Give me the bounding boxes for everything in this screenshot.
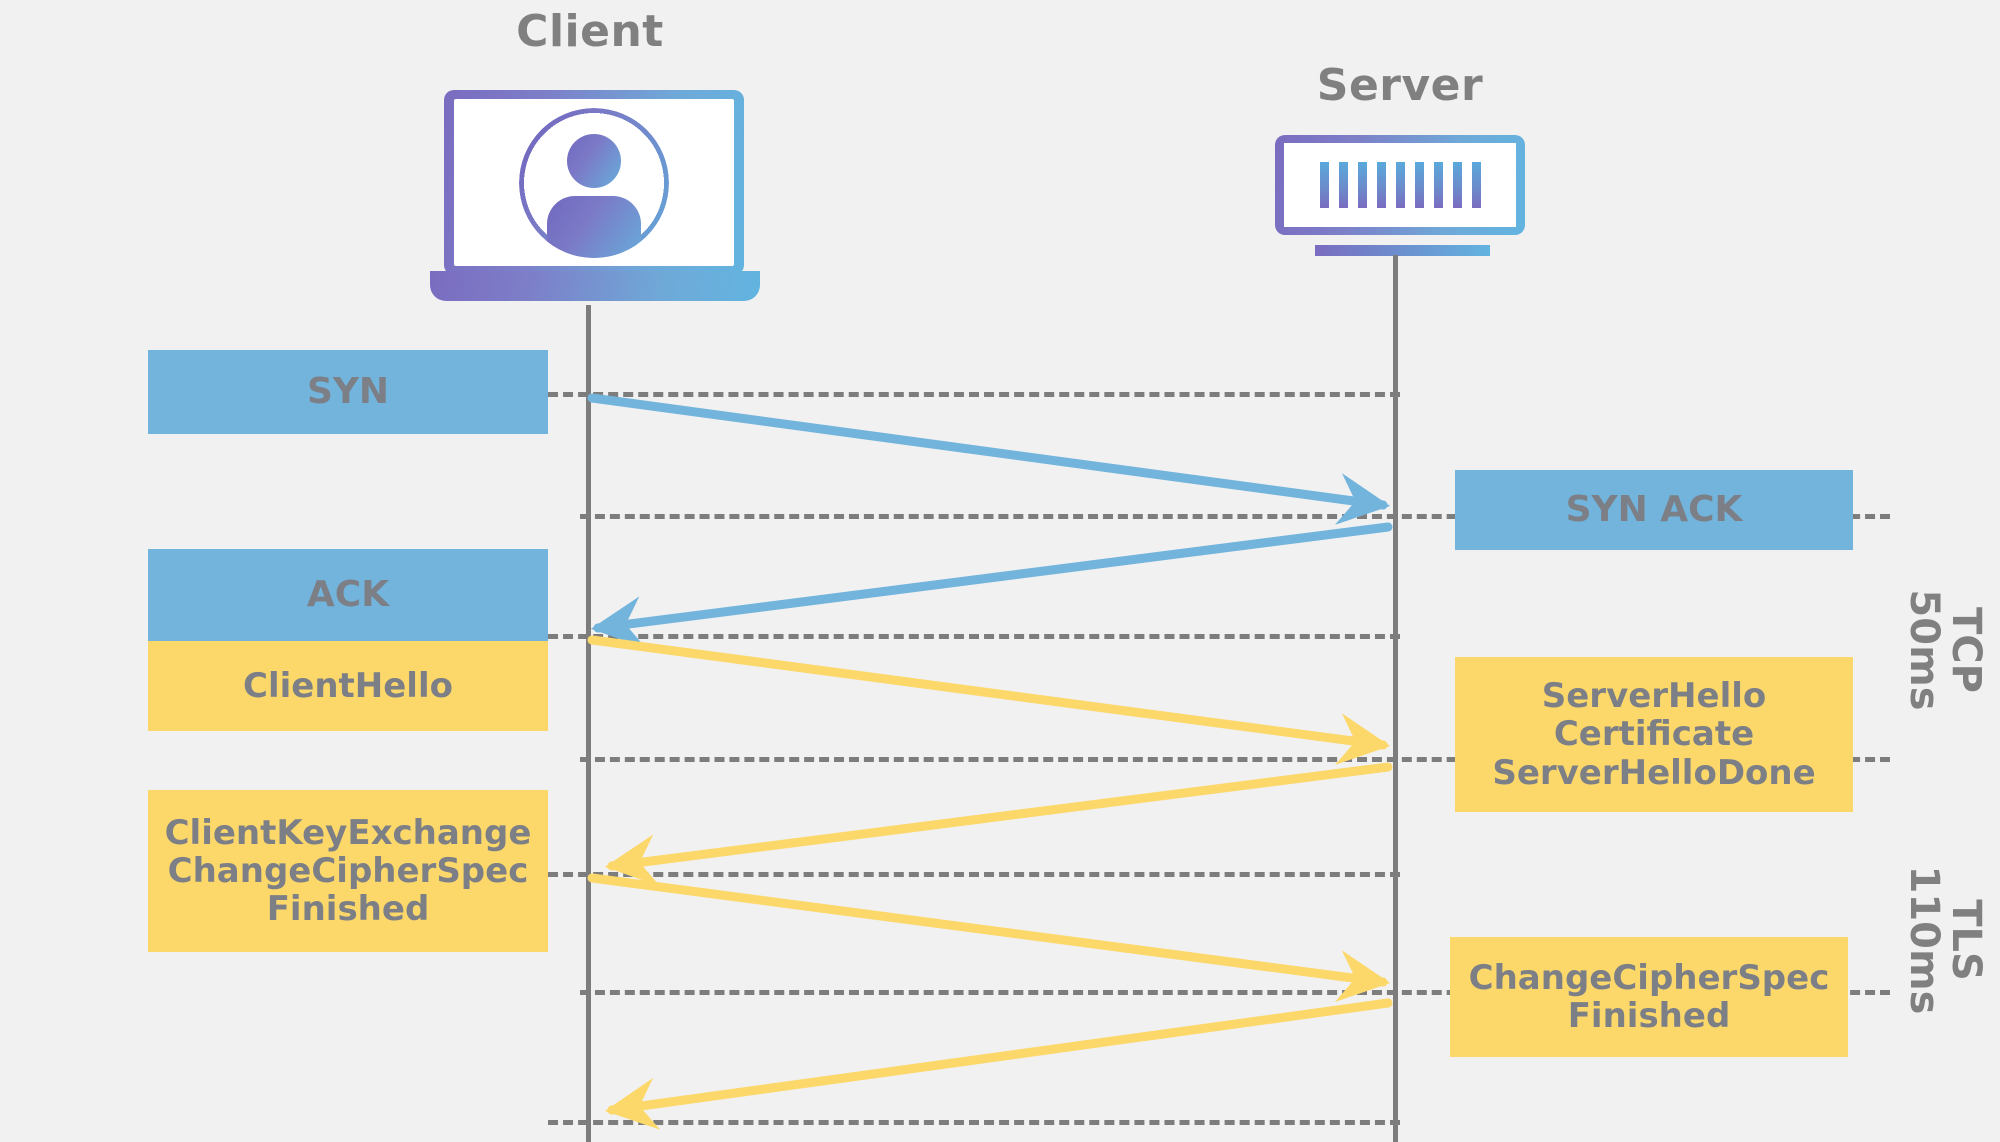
message-line: ServerHelloDone bbox=[1492, 752, 1816, 793]
message-line: Finished bbox=[1567, 996, 1731, 1036]
message-line: ClientKeyExchange bbox=[164, 812, 532, 853]
arrow-server-ccs bbox=[604, 998, 1393, 1130]
server-rack-slot bbox=[1319, 162, 1329, 208]
dash-rule-bottom bbox=[548, 1120, 1400, 1125]
phase-duration: 50ms bbox=[1901, 589, 1947, 711]
server-rack-slot bbox=[1338, 162, 1348, 208]
dash-rule-syn bbox=[548, 392, 1400, 397]
phase-name: TCP bbox=[1943, 607, 1989, 693]
message-line: ChangeCipherSpec bbox=[167, 850, 529, 891]
dash-rule-server-hello bbox=[580, 757, 1890, 762]
phase-label-tcp: TCP 50ms bbox=[1901, 550, 1989, 750]
server-actor-label: Server bbox=[1316, 60, 1484, 111]
message-line: Finished bbox=[266, 889, 430, 930]
message-box-server-hello[interactable]: ServerHello Certificate ServerHelloDone bbox=[1455, 657, 1853, 812]
arrow-syn bbox=[587, 393, 1391, 525]
server-rack-slot bbox=[1471, 162, 1481, 208]
server-rack-slots bbox=[1284, 143, 1516, 227]
server-rack-chassis bbox=[1275, 135, 1525, 235]
message-line: ChangeCipherSpec bbox=[1468, 957, 1830, 998]
client-lifeline bbox=[586, 305, 591, 1142]
message-box-syn-ack[interactable]: SYN ACK bbox=[1455, 470, 1853, 550]
dash-rule-ack bbox=[548, 634, 1400, 639]
message-box-client-key-exchange[interactable]: ClientKeyExchange ChangeCipherSpec Finis… bbox=[148, 790, 548, 952]
avatar-torso bbox=[547, 195, 641, 258]
message-line: ServerHello bbox=[1541, 676, 1767, 717]
laptop-screen bbox=[454, 99, 734, 266]
dash-rule-client-key bbox=[548, 872, 1400, 877]
phase-label-tls: TLS 110ms bbox=[1901, 840, 1989, 1040]
laptop-user-icon bbox=[430, 90, 760, 320]
server-rack-slot bbox=[1414, 162, 1424, 208]
message-line: Certificate bbox=[1553, 714, 1755, 755]
server-lifeline bbox=[1393, 255, 1398, 1142]
arrow-client-key-exchange bbox=[587, 873, 1391, 1003]
message-box-client-hello[interactable]: ClientHello bbox=[148, 641, 548, 731]
phase-duration: 110ms bbox=[1901, 865, 1947, 1015]
avatar-head bbox=[567, 133, 621, 188]
server-rack-slot bbox=[1357, 162, 1367, 208]
dash-rule-server-ccs bbox=[580, 990, 1890, 995]
server-rack-slot bbox=[1452, 162, 1462, 208]
message-box-ack[interactable]: ACK bbox=[148, 549, 548, 641]
laptop-base bbox=[430, 271, 760, 301]
client-actor-label: Client bbox=[516, 6, 664, 57]
message-box-syn[interactable]: SYN bbox=[148, 350, 548, 434]
server-rack-slot bbox=[1433, 162, 1443, 208]
server-rack-slot bbox=[1376, 162, 1386, 208]
arrow-client-hello bbox=[587, 635, 1391, 765]
message-box-server-change-cipher-spec[interactable]: ChangeCipherSpec Finished bbox=[1450, 937, 1848, 1057]
avatar-body-clip bbox=[519, 108, 669, 258]
phase-name: TLS bbox=[1943, 899, 1989, 981]
server-rack-icon bbox=[1255, 135, 1545, 256]
server-rack-slot bbox=[1395, 162, 1405, 208]
arrow-syn-ack bbox=[590, 522, 1393, 649]
arrow-server-hello bbox=[604, 762, 1393, 887]
server-rack-stand bbox=[1315, 245, 1490, 256]
laptop-lid bbox=[444, 90, 744, 275]
dash-rule-syn-ack bbox=[580, 514, 1890, 519]
user-avatar-icon bbox=[519, 107, 669, 258]
